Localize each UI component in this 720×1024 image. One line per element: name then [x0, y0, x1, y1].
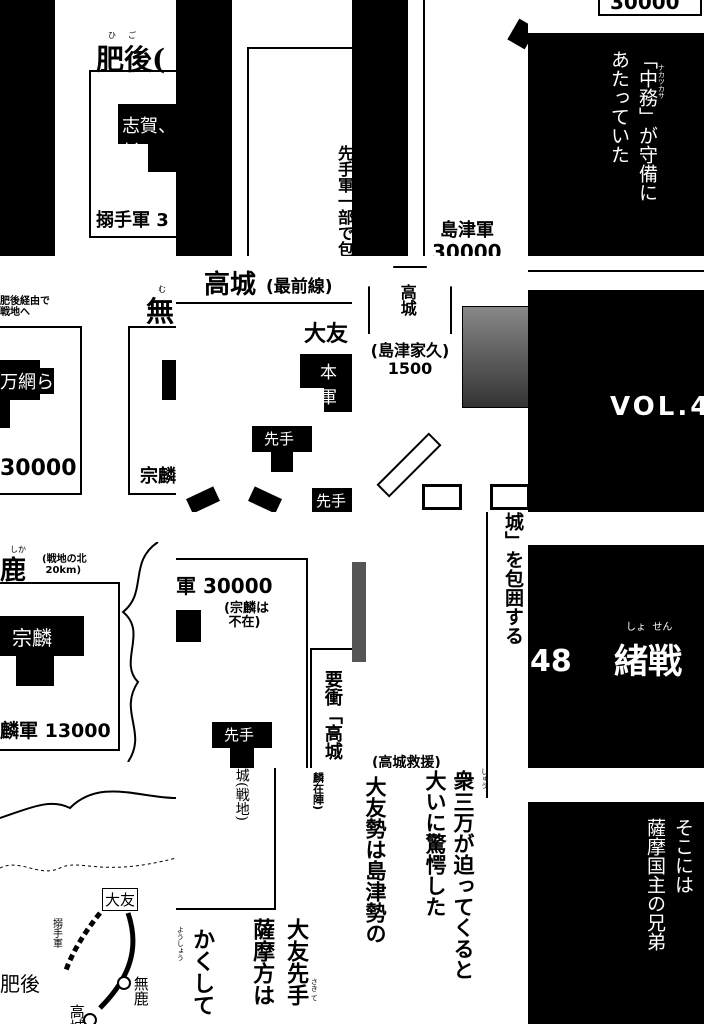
narration-col1: 大友先手	[283, 918, 309, 1006]
kyushu-map	[0, 790, 176, 1024]
panel-route: 肥後経由で戦地へ 万網ら 30000 む 無 宗麟	[0, 256, 176, 512]
caption-line1: 「中務」が守備に	[635, 50, 658, 202]
narration-col1: 衆三万が迫ってくると	[451, 770, 476, 980]
relief-label: (高城救援)	[372, 755, 441, 768]
panel-mushika: しか 鹿 (戦地の北 20km) 宗麟 麟軍 13000	[0, 512, 176, 768]
narration-col1: そこには	[671, 818, 694, 894]
unit-label: 万網ら	[0, 368, 54, 394]
portrait-shimazu-iehisa	[462, 306, 528, 408]
place-label: 無鹿	[131, 976, 150, 1006]
panel-map: 大友 搦手軍 肥後 無鹿 高城	[0, 768, 176, 1024]
count: 30000	[610, 0, 680, 14]
ruby: しょ せん	[626, 622, 673, 633]
panel-nakatsukasa: 30000 「中務」が守備に ナカツカサ あたっていた	[528, 0, 704, 256]
subtitle: (最前線)	[266, 277, 333, 297]
ruby: ナカツカサ	[657, 64, 666, 99]
panel-narration-2: 衆三万が迫ってくると 大いに驚愕した 大友勢は島津勢の しゅう	[352, 768, 528, 1024]
panel-otomo-army: 軍 30000 (宗麟は 不在) 先手 要衝「高城	[176, 512, 352, 768]
narration-col3: 大友勢は島津勢の	[363, 776, 388, 944]
panel-encircle: 先手軍一部で包囲	[176, 0, 352, 256]
ruby: しゅう	[480, 768, 489, 789]
unit-label: 志賀、杉	[122, 116, 176, 163]
route-note: 肥後経由で戦地へ	[0, 296, 50, 318]
siege-text: 城」を包囲する	[501, 512, 524, 645]
panel-volume: VOL.4	[528, 256, 704, 512]
note: 先手軍一部で包囲	[335, 145, 352, 256]
place-note: (戦地の北 20km)	[42, 554, 87, 576]
region-label: 肥後	[0, 972, 40, 996]
panel-siege: 城」を包囲する (高城救援)	[352, 512, 528, 768]
ruby-2: ようしょう	[176, 926, 185, 961]
coastline	[121, 542, 159, 762]
ruby: しか	[10, 545, 26, 554]
garrison: (島津家久)1500	[370, 341, 450, 378]
chapter-title: 緒戦	[614, 642, 682, 682]
unit-label: 宗麟	[12, 626, 52, 650]
ruby: ひご	[108, 31, 148, 40]
narration-col3: かくして	[189, 928, 215, 1016]
panel-takajo-castle: 高城 (島津家久)1500	[352, 256, 528, 512]
army-count: 30000	[432, 240, 502, 256]
army-label: 島津軍	[440, 220, 494, 241]
castle-label: 高城	[67, 1004, 86, 1024]
ruby: む	[158, 285, 166, 294]
panel-takajo-front: 高城 (最前線) 大友 本軍 先手 先手	[176, 256, 352, 512]
otomo-label: 大友	[102, 888, 139, 911]
note: (宗麟は 不在)	[224, 601, 269, 631]
force-label: 搦手軍	[50, 918, 62, 948]
narration-col2: 薩摩方は	[249, 918, 275, 1006]
panel-chapter: しょ せん 48 緒戦	[528, 512, 704, 768]
sub-label: 宗麟	[140, 466, 176, 487]
panel-higo: ひご 肥後( 志賀、杉 搦手軍 3	[0, 0, 176, 256]
count: 30000	[0, 456, 77, 481]
key-point: 要衝「高城	[321, 670, 343, 760]
place-title: 鹿	[0, 556, 27, 586]
place-label: 城(戦地)	[233, 768, 250, 821]
panel-shimazu-army: 島津軍 30000	[352, 0, 528, 256]
force-label: 軍 30000	[176, 574, 273, 598]
place-title: 無	[146, 295, 175, 328]
note: 麟在陣)	[311, 772, 325, 811]
vanguard: 先手	[264, 430, 295, 448]
castle-label: 高城	[397, 284, 417, 316]
volume-label: VOL.4	[610, 392, 704, 422]
narration-col2: 薩摩国主の兄弟	[643, 818, 666, 951]
title: 高城	[204, 270, 257, 300]
main-army: 本軍	[320, 363, 337, 408]
force-label: 搦手軍 3	[96, 210, 169, 231]
vanguard-2: 先手	[316, 492, 347, 510]
army-label: 大友	[304, 322, 349, 347]
vanguard: 先手	[224, 726, 255, 744]
chapter-number: 48	[530, 644, 572, 679]
caption-line2: あたっていた	[607, 50, 630, 164]
narration-col2: 大いに驚愕した	[423, 770, 448, 917]
panel-narration-3: そこには 薩摩国主の兄弟	[528, 768, 704, 1024]
force-label: 麟軍 13000	[0, 720, 111, 742]
panel-narration-1: 城(戦地) 麟在陣) 大友先手 薩摩方は かくして さき て ようしょう	[176, 768, 352, 1024]
ruby: さき て	[310, 978, 319, 1002]
